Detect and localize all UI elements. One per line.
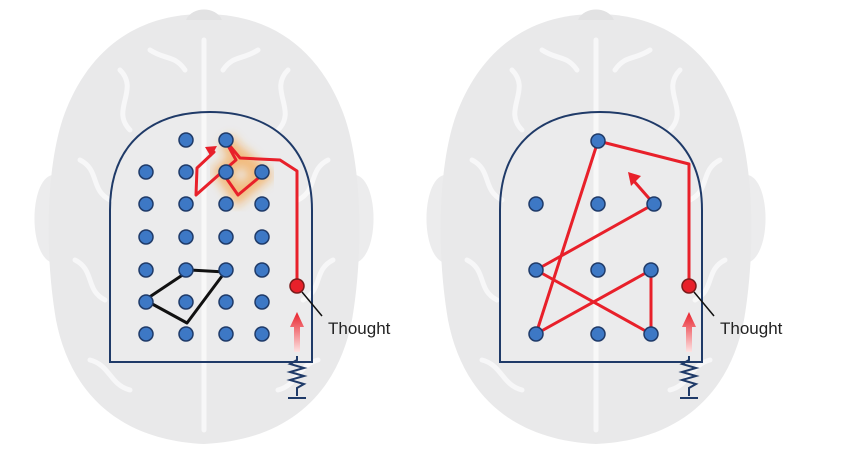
right-panel: Thought	[426, 9, 783, 444]
node	[178, 196, 194, 212]
thought-label: Thought	[720, 319, 783, 338]
node	[254, 229, 270, 245]
label-leader	[693, 291, 715, 317]
node	[528, 196, 544, 212]
node	[254, 262, 270, 278]
node	[590, 196, 606, 212]
node	[178, 229, 194, 245]
thought-start-node	[289, 278, 305, 294]
node	[178, 326, 194, 342]
node	[138, 164, 154, 180]
node	[218, 164, 234, 180]
node	[138, 294, 154, 310]
node	[178, 294, 194, 310]
node	[218, 294, 234, 310]
node	[254, 164, 270, 180]
node	[254, 196, 270, 212]
path-arrowhead	[628, 172, 641, 186]
node	[218, 229, 234, 245]
node	[178, 262, 194, 278]
node	[528, 326, 544, 342]
node	[254, 294, 270, 310]
node	[218, 262, 234, 278]
node	[646, 196, 662, 212]
node	[138, 229, 154, 245]
node	[528, 262, 544, 278]
node	[590, 262, 606, 278]
node	[643, 262, 659, 278]
node	[218, 196, 234, 212]
input-arrow	[682, 312, 696, 352]
thought-label: Thought	[328, 319, 391, 338]
node	[218, 326, 234, 342]
node	[590, 133, 606, 149]
node	[218, 132, 234, 148]
node	[178, 164, 194, 180]
nose	[186, 9, 222, 20]
electrode-board	[499, 110, 703, 363]
path-arrowhead	[205, 146, 217, 157]
node	[254, 326, 270, 342]
node	[643, 326, 659, 342]
node	[138, 326, 154, 342]
thought-start-node	[681, 278, 697, 294]
left-panel: Thought	[34, 9, 391, 444]
electrode-nodes	[528, 133, 662, 342]
node	[138, 262, 154, 278]
nose	[578, 9, 614, 20]
node	[590, 326, 606, 342]
input-arrow	[290, 312, 304, 352]
node	[178, 132, 194, 148]
spring-icon	[678, 356, 700, 399]
node	[138, 196, 154, 212]
label-leader	[301, 291, 323, 317]
spring-icon	[286, 356, 308, 399]
electrode-nodes	[138, 132, 270, 342]
